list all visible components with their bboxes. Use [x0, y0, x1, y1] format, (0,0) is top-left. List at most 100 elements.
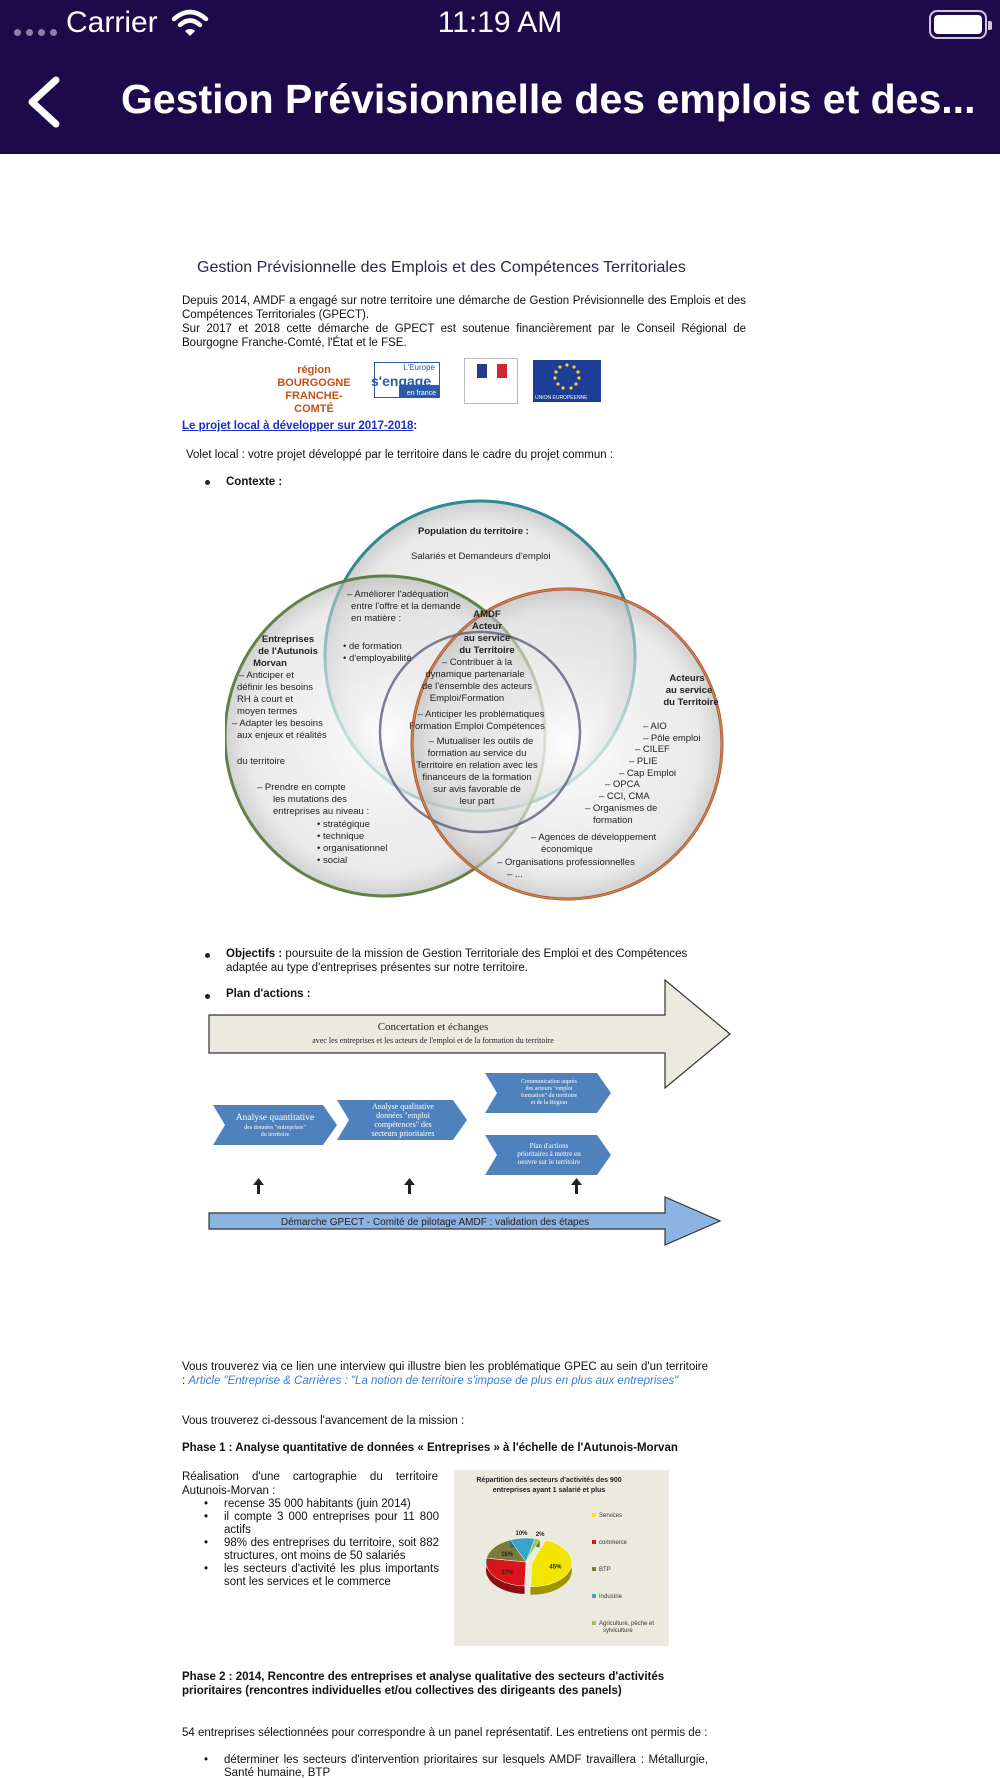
back-button[interactable]	[24, 74, 68, 130]
context-venn-diagram: Population du territoire : Salariés et D…	[225, 499, 724, 901]
venn-pop-item: – Améliorer l'adéquation	[347, 589, 449, 600]
clock: 11:19 AM	[437, 6, 563, 39]
venn-act-item: – Agences de développement	[531, 832, 657, 843]
logo-bourgogne: région BOURGOGNE FRANCHE-COMTÉ	[270, 364, 358, 416]
status-bar: Carrier 11:19 AM	[0, 0, 1000, 48]
venn-amdf-items: – Contribuer à la dynamique partenariale…	[409, 657, 545, 807]
venn-ent-title-line: Entreprises	[262, 634, 314, 645]
phase1-list: recense 35 000 habitants (juin 2014) il …	[204, 1498, 439, 1589]
logo-union-europeenne: UNION EUROPEENNE	[533, 360, 601, 402]
bullet-dot	[205, 994, 210, 999]
venn-ent-item: aux enjeux et réalités	[237, 730, 327, 741]
step2-line: Analyse qualitative	[372, 1102, 434, 1111]
pie-slice-side	[486, 1558, 525, 1594]
step1-line: du territoire	[261, 1132, 290, 1138]
venn-ent-item: – Anticiper et	[239, 670, 294, 681]
intro-1: Depuis 2014, AMDF a engagé sur notre ter…	[182, 295, 746, 321]
project-link-text[interactable]: Le projet local à développer sur 2017-20…	[182, 420, 414, 432]
plan-label: Plan d'actions :	[226, 988, 311, 1000]
venn-pop-item: en matière :	[351, 613, 401, 624]
venn-act-item: – Pôle emploi	[643, 733, 701, 744]
panel-text: 54 entreprises sélectionnées pour corres…	[182, 1727, 708, 1739]
venn-amdf-item: – Anticiper les problématiques	[418, 709, 545, 720]
step-analyse-qualitative	[337, 1100, 467, 1140]
interview-link[interactable]: Article "Entreprise & Carrières : "La no…	[188, 1375, 679, 1387]
venn-act-item: économique	[541, 844, 593, 855]
pie-svg: Répartition des secteurs d'activités des…	[476, 1477, 654, 1634]
pie-slice	[525, 1538, 541, 1563]
legend-swatch	[592, 1540, 596, 1544]
logo-bfc-line2: FRANCHE-COMTÉ	[285, 390, 343, 415]
pie-value-label: 16%	[501, 1552, 514, 1558]
venn-ent-title-line: Morvan	[253, 658, 287, 669]
venn-amdf-item: de l'ensemble des acteurs	[422, 681, 532, 692]
venn-pop-items: – Améliorer l'adéquation entre l'offre e…	[343, 589, 461, 664]
venn-pop-sub: Salariés et Demandeurs d'emploi	[411, 551, 551, 562]
venn-amdf-title-line: Acteur	[472, 621, 502, 632]
project-link[interactable]: Le projet local à développer sur 2017-20…	[182, 420, 417, 432]
legend-label: Industrie	[599, 1594, 623, 1600]
venn-amdf-item: formation au service du	[428, 748, 527, 759]
project-link-colon: :	[413, 420, 418, 432]
venn-act-item: – Organismes de	[585, 803, 657, 814]
venn-act-title-line: du Territoire	[663, 697, 718, 708]
venn-act-item: – PLIE	[629, 756, 658, 767]
venn-act-title-line: Acteurs	[669, 673, 704, 684]
logo-europe-line3: en france	[406, 390, 436, 397]
venn-ent-level: • organisationnel	[317, 843, 387, 854]
step3-line: et de la Région	[531, 1100, 567, 1106]
pie-value-label: 10%	[516, 1531, 529, 1537]
phase2-heading: Phase 2 : 2014, Rencontre des entreprise…	[182, 1671, 665, 1697]
chart-title: Répartition des secteurs d'activités des…	[476, 1477, 621, 1494]
page-title: Gestion Prévisionnelle des emplois et de…	[121, 76, 976, 122]
venn-amdf-title-line: AMDF	[473, 609, 501, 620]
venn-amdf-title-line: du Territoire	[459, 645, 514, 656]
step2-line: secteurs prioritaires	[372, 1129, 435, 1138]
venn-ent-level: • stratégique	[317, 819, 370, 830]
pie-slice	[530, 1539, 573, 1587]
milestone-arrows	[253, 1178, 582, 1194]
contexte-label: Contexte :	[226, 476, 283, 488]
venn-act-items: – AIO – Pôle emploi – CILEF – PLIE – Cap…	[497, 721, 701, 880]
legend-swatch	[592, 1513, 596, 1517]
venn-act-item: – ...	[507, 869, 523, 880]
venn-amdf-item: Formation Emploi Compétences	[409, 721, 545, 732]
list-item: déterminer les secteurs d'intervention p…	[204, 1754, 708, 1778]
pie-slice	[485, 1557, 527, 1587]
venn-amdf-item: – Mutualiser les outils de	[429, 736, 534, 747]
list-item: il compte 3 000 entreprises pour 11 800 …	[204, 1511, 439, 1537]
venn-act-title-line: au service	[666, 685, 712, 696]
step-communication	[485, 1073, 611, 1113]
objectifs-label: Objectifs :	[226, 948, 283, 960]
battery-icon	[929, 10, 992, 39]
venn-pop-item: • de formation	[343, 641, 402, 652]
venn-act-item: – CCI, CMA	[599, 791, 650, 802]
venn-ent-item: – Adapter les besoins	[232, 718, 323, 729]
amdf-circle	[378, 630, 582, 834]
concertation-sub: avec les entreprises et les acteurs de l…	[312, 1036, 554, 1045]
step1-line: des données "entreprises"	[244, 1125, 306, 1131]
objectifs-body: poursuite de la mission de Gestion Terri…	[226, 948, 688, 974]
venn-act-item: – OPCA	[605, 779, 641, 790]
step4-line: Plan d'actions	[530, 1142, 569, 1150]
venn-act-item: – Cap Emploi	[619, 768, 676, 779]
venn-amdf-item: sur avis favorable de	[433, 784, 521, 795]
venn-act-item: – Organisations professionnelles	[497, 857, 635, 868]
step3-line: Communication auprès	[521, 1079, 577, 1085]
venn-ent-title-line: de l'Autunois	[258, 646, 318, 657]
venn-amdf-item: Territoire en relation avec les	[416, 760, 538, 771]
top-bar: Carrier 11:19 AM Gestion Prévisionnelle …	[0, 0, 1000, 154]
list-item: recense 35 000 habitants (juin 2014)	[204, 1498, 439, 1511]
volet-text: Volet local : votre projet développé par…	[186, 449, 614, 461]
venn-ent-level: • social	[317, 855, 347, 866]
venn-act-item: – AIO	[643, 721, 667, 732]
pie-value-label: 27%	[501, 1570, 514, 1576]
signal-icon	[14, 29, 57, 36]
venn-pop-item: • d'employabilité	[343, 653, 412, 664]
sector-pie-chart: Répartition des secteurs d'activités des…	[454, 1470, 669, 1646]
logo-bfc-line1: région BOURGOGNE	[277, 364, 351, 389]
intro-2: Sur 2017 et 2018 cette démarche de GPECT…	[182, 323, 746, 349]
venn-pop-item: entre l'offre et la demande	[351, 601, 461, 612]
venn-amdf-title: AMDF Acteur au service du Territoire	[459, 609, 514, 656]
